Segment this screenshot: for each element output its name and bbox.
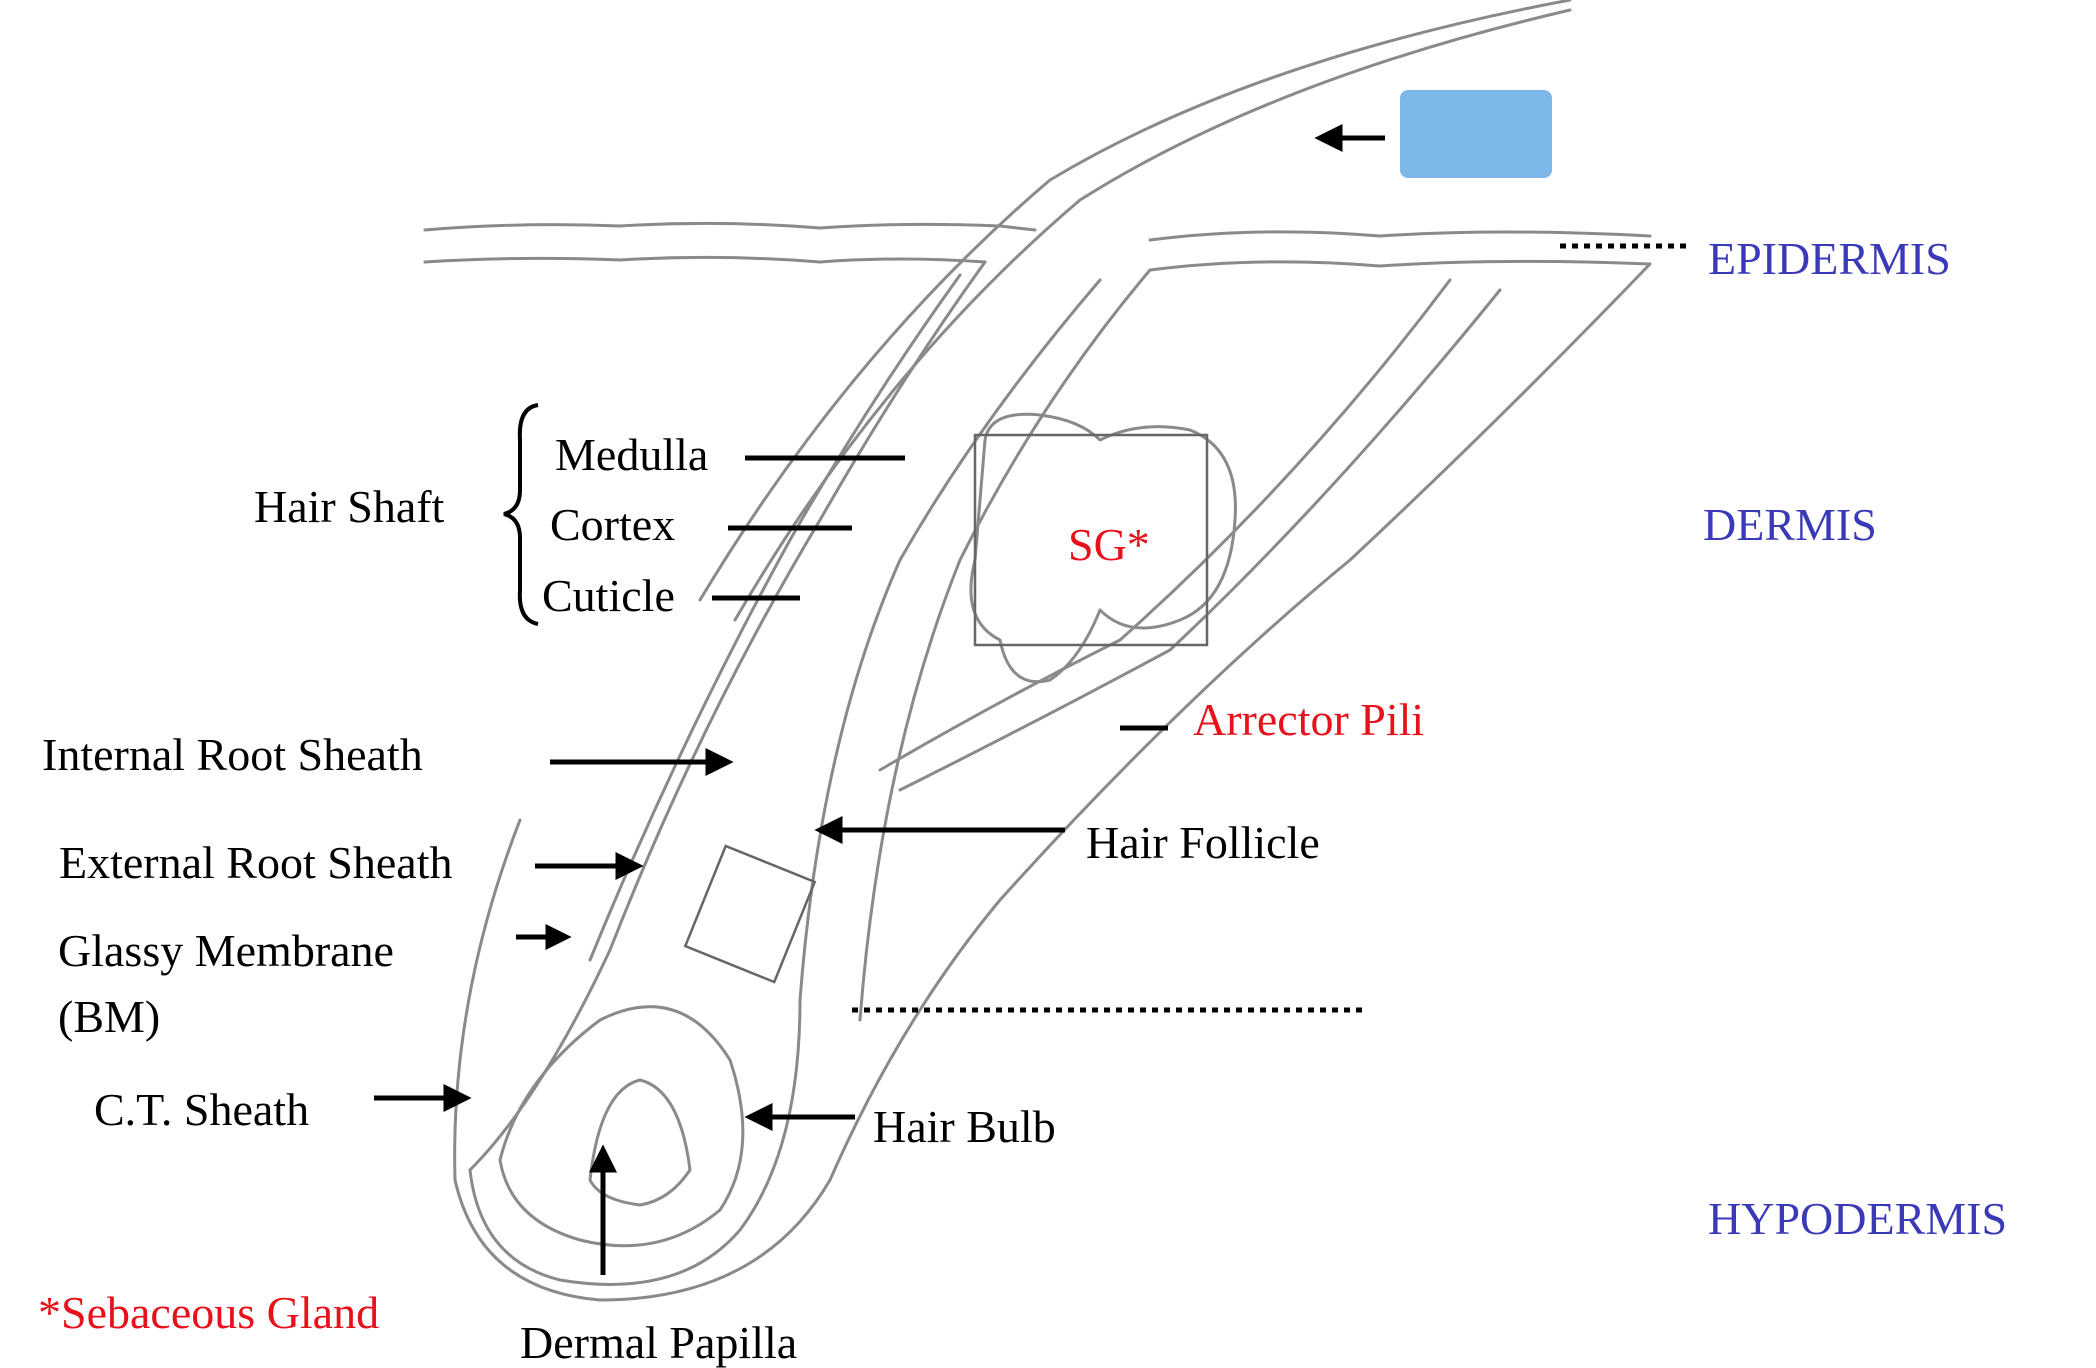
hair-bulb-arrowhead <box>750 1107 770 1127</box>
hair-bulb-label: Hair Bulb <box>873 1104 1056 1150</box>
hair-bulb-outline <box>470 1000 800 1284</box>
layer-hypodermis-label: HYPODERMIS <box>1708 1196 2007 1242</box>
covered-label-arrowhead <box>1320 128 1340 148</box>
cortex-label: Cortex <box>550 502 675 548</box>
internal-root-sheath-arrowhead <box>708 752 728 772</box>
ct-sheath-label: C.T. Sheath <box>94 1087 309 1133</box>
follicle-detail-box <box>685 846 814 982</box>
glassy-membrane-arrowhead <box>548 928 566 946</box>
glassy-membrane-label: Glassy Membrane <box>58 928 394 974</box>
hair-shaft-label: Hair Shaft <box>254 484 444 530</box>
dermal-papilla-arrowhead <box>593 1150 613 1170</box>
medulla-label: Medulla <box>555 432 708 478</box>
internal-root-sheath-label: Internal Root Sheath <box>42 732 423 778</box>
glassy-membrane-bm-label: (BM) <box>58 994 160 1040</box>
epidermis-band-left <box>425 257 985 262</box>
epidermis-band-right <box>1150 261 1650 270</box>
layer-epidermis-label: EPIDERMIS <box>1708 236 1951 282</box>
cuticle-label: Cuticle <box>542 573 675 619</box>
external-root-sheath-arrowhead <box>618 856 638 876</box>
hair-bulb-inner <box>500 1007 743 1246</box>
skin-surface-right <box>1150 232 1650 240</box>
covered-label-box <box>1400 90 1552 178</box>
ct-sheath-arrowhead <box>446 1088 466 1108</box>
arrector-pili-label: Arrector Pili <box>1193 697 1424 743</box>
sebaceous-gland-footnote: *Sebaceous Gland <box>38 1290 379 1336</box>
hair-follicle-label: Hair Follicle <box>1086 820 1320 866</box>
external-root-sheath-label: External Root Sheath <box>59 840 452 886</box>
sebaceous-gland-sg-label: SG* <box>1068 522 1150 568</box>
hair-shaft-brace <box>504 405 538 624</box>
layer-dermis-label: DERMIS <box>1703 502 1877 548</box>
skin-surface-left <box>425 223 1035 230</box>
dermal-papilla-label: Dermal Papilla <box>520 1320 797 1366</box>
follicle-right-wall <box>800 280 1100 1000</box>
